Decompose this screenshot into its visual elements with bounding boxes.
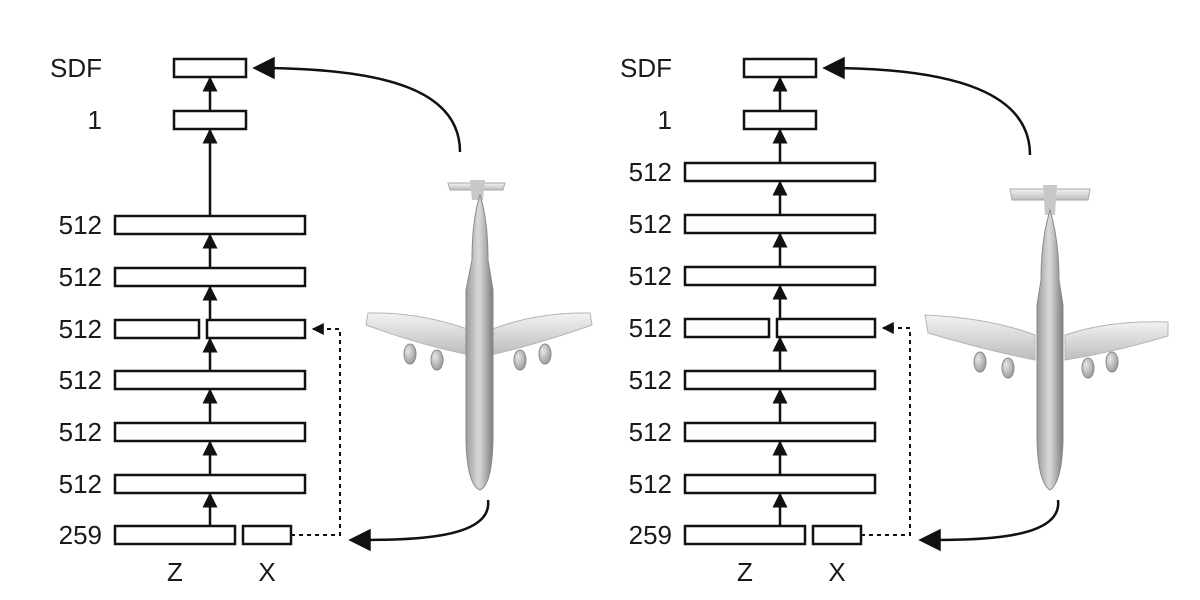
layer-label: 512 [629, 261, 672, 291]
layer-label: 512 [629, 417, 672, 447]
latent-code-box [113, 524, 237, 546]
skip-connection [861, 322, 911, 536]
layer-label: 1 [88, 105, 102, 135]
coordinate-x-label: X [258, 557, 275, 587]
coordinate-box [811, 524, 863, 546]
layer-box [742, 109, 818, 131]
layer-label: 512 [59, 417, 102, 447]
layer-label: 512 [59, 262, 102, 292]
latent-code-box [683, 524, 807, 546]
layer-label: 512 [629, 157, 672, 187]
layer-box [172, 57, 248, 79]
layer-box [113, 473, 307, 495]
airplane-right [924, 185, 1169, 491]
layer-box [172, 109, 248, 131]
layer-label: 259 [59, 520, 102, 550]
layer-box [113, 318, 201, 340]
layer-box [683, 213, 877, 235]
input-curve-arrow [348, 499, 490, 552]
layer-label: SDF [620, 53, 672, 83]
layer-box [683, 265, 877, 287]
layer-box [683, 161, 877, 183]
layer-box [113, 421, 307, 443]
layer-box [113, 369, 307, 391]
output-curve-arrow [822, 56, 1032, 156]
concat-box [775, 317, 877, 339]
latent-z-label: Z [737, 557, 753, 587]
coordinate-x-label: X [828, 557, 845, 587]
layer-label: 512 [59, 365, 102, 395]
layer-box [113, 266, 307, 288]
layer-box [113, 214, 307, 236]
layer-label: 512 [59, 314, 102, 344]
layer-label: 512 [59, 210, 102, 240]
input-curve-arrow [918, 499, 1060, 552]
output-curve-arrow [252, 56, 462, 153]
layer-label: 512 [629, 365, 672, 395]
layer-box [683, 317, 771, 339]
airplane-left [365, 180, 593, 491]
latent-z-label: Z [167, 557, 183, 587]
airplane-icon [365, 180, 593, 491]
layer-box [683, 369, 877, 391]
layer-label: 1 [658, 105, 672, 135]
layer-label: 512 [629, 209, 672, 239]
layer-label: 512 [59, 469, 102, 499]
layer-box [683, 421, 877, 443]
skip-connection [291, 323, 341, 536]
layer-box [742, 57, 818, 79]
concat-box [205, 318, 307, 340]
layer-label: 512 [629, 313, 672, 343]
layer-label: 259 [629, 520, 672, 550]
layer-label: SDF [50, 53, 102, 83]
airplane-icon [924, 185, 1169, 491]
layer-label: 512 [629, 469, 672, 499]
layer-box [683, 473, 877, 495]
coordinate-box [241, 524, 293, 546]
